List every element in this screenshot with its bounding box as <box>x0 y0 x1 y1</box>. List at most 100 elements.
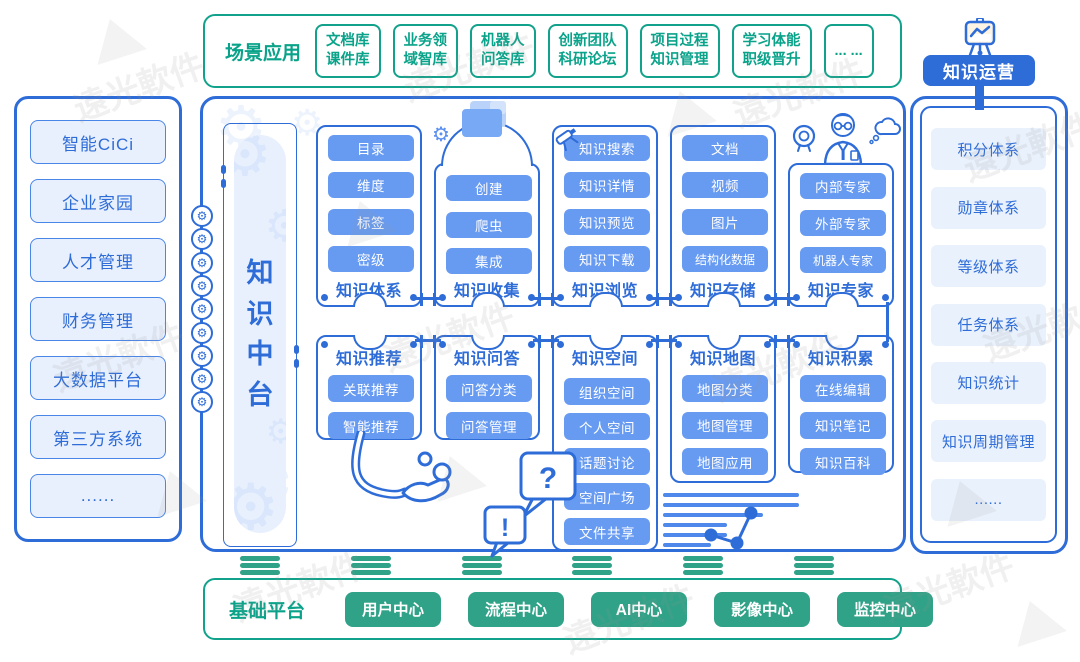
module-card-知识体系: 知识体系目录维度标签密级 <box>316 125 422 307</box>
connector-line <box>533 339 559 342</box>
gear-icon: ⚙ <box>265 413 286 451</box>
scenario-app-item-line: 创新团队 <box>558 33 617 50</box>
gear-scallop-icon: ⚙ <box>191 228 213 251</box>
module-card-title: 知识问答 <box>453 351 520 368</box>
connector-stack-bar <box>794 570 834 575</box>
module-chip: 爬虫 <box>446 211 532 238</box>
module-card-知识地图: 知识地图地图分类地图管理地图应用 <box>670 335 776 483</box>
connector-line <box>769 297 795 300</box>
gear-scallop-icon: ⚙ <box>191 344 213 367</box>
module-card-知识推荐: 知识推荐关联推荐智能推荐 <box>316 335 422 440</box>
scenario-app-item-line: 学习体能 <box>742 33 801 50</box>
scenario-app-item-line: 科研论坛 <box>558 52 617 68</box>
connector-stack-bar <box>683 563 723 568</box>
module-chip: 文件共享 <box>564 518 650 545</box>
connector-tick <box>433 335 436 348</box>
connector-dot <box>764 341 771 348</box>
connector-dot <box>793 341 800 348</box>
scenario-app-item-line: 课件库 <box>326 52 370 68</box>
medal-icon <box>790 123 818 157</box>
module-chip: 知识笔记 <box>800 411 886 439</box>
connector-stack-bar <box>683 556 723 561</box>
module-chip: 外部专家 <box>800 210 886 236</box>
connector-line <box>651 339 677 342</box>
scenario-app-item-line: 知识管理 <box>650 52 709 68</box>
knowledge-ops-panel: 积分体系勋章体系等级体系任务体系知识统计知识周期管理...... <box>910 96 1068 554</box>
telescope-icon <box>552 121 582 155</box>
connector-stack-bar <box>794 556 834 561</box>
scenario-app-item: 学习体能职级晋升 <box>731 24 812 78</box>
module-chip: 密级 <box>328 246 414 272</box>
gear-scallop-icon: ⚙ <box>191 205 213 227</box>
base-platform-item: 用户中心 <box>345 591 442 627</box>
watermark-logo-shape <box>85 10 147 66</box>
scenario-app-item-line: ... ... <box>834 42 863 59</box>
ops-system-item: ...... <box>931 478 1046 521</box>
connector-dot <box>439 294 446 301</box>
watermark-logo-shape <box>1005 592 1067 648</box>
module-card-知识问答: 知识问答问答分类问答管理 <box>434 335 540 440</box>
question-answer-bubbles-icon: ? ! <box>479 451 579 563</box>
ops-system-item: 知识周期管理 <box>931 420 1046 463</box>
middle-platform-pill: ⚙ ⚙ ⚙ ⚙ 知识中台 <box>234 135 286 533</box>
connector-line <box>415 339 441 342</box>
scenario-apps-label: 场景应用 <box>225 42 302 64</box>
external-system-item: 财务管理 <box>30 297 166 341</box>
connector-dot <box>528 341 535 348</box>
module-card-title: 知识推荐 <box>335 351 402 368</box>
gear-scallop-icon: ⚙ <box>191 274 213 297</box>
connector-tick <box>656 335 659 348</box>
connector-line <box>651 297 677 300</box>
scenario-app-item-line: 业务领 <box>403 33 448 50</box>
connector-line <box>769 339 795 342</box>
connector-tick <box>538 335 541 348</box>
connector-tick <box>669 293 672 306</box>
connector-stack-bar <box>462 556 502 561</box>
gear-scallop-icon: ⚙ <box>191 321 213 344</box>
module-chip: 个人空间 <box>564 413 650 440</box>
connector-dot <box>439 341 446 348</box>
module-chip: 知识百科 <box>800 448 886 475</box>
module-chip: 内部专家 <box>800 173 886 199</box>
scenario-app-item-line: 文档库 <box>326 33 370 50</box>
connector-tick <box>787 293 790 306</box>
connector-stack-bar <box>351 570 391 575</box>
connector-stack-bar <box>240 556 280 561</box>
connector-tick <box>774 335 777 348</box>
middle-platform-vertical-title: 知识中台 <box>246 258 274 410</box>
hand-give-icon <box>325 428 470 530</box>
connector-tick <box>433 293 436 306</box>
ops-system-item: 任务体系 <box>931 303 1046 346</box>
module-chip: 创建 <box>446 175 532 201</box>
connector-stack <box>351 556 391 577</box>
scenario-app-item: 项目过程知识管理 <box>639 24 720 78</box>
middle-platform-frame <box>223 123 297 547</box>
module-chip: 空间广场 <box>564 483 650 510</box>
connector-dot <box>557 294 564 301</box>
module-chip: 组织空间 <box>564 378 650 405</box>
module-card-知识浏览: 知识浏览知识搜索知识详情知识预览知识下载 <box>552 125 658 307</box>
base-platform-item: 监控中心 <box>837 591 934 627</box>
scenario-app-item-line: 问答库 <box>481 52 525 68</box>
module-chip: 问答分类 <box>446 375 532 402</box>
connector-stack-bar <box>683 570 723 575</box>
module-chip: 地图应用 <box>682 448 768 475</box>
connector-dot <box>321 294 328 301</box>
knowledge-ops-panel-inner: 积分体系勋章体系等级体系任务体系知识统计知识周期管理...... <box>920 106 1057 543</box>
module-chip: 知识详情 <box>564 172 650 198</box>
ops-connector-line <box>975 84 984 110</box>
connector-dot <box>410 341 417 348</box>
connector-line <box>533 297 559 300</box>
connector-stack <box>240 556 280 577</box>
gear-icon: ⚙ <box>234 471 280 533</box>
module-chip: 标签 <box>328 209 414 235</box>
connector-tick <box>774 293 777 306</box>
connector-stack <box>572 556 612 577</box>
module-chip: 视频 <box>682 172 768 198</box>
external-system-item: 第三方系统 <box>30 415 166 459</box>
external-system-item: 大数据平台 <box>30 356 166 400</box>
external-system-item: 企业家园 <box>30 179 166 223</box>
module-chip: 在线编辑 <box>800 375 886 402</box>
